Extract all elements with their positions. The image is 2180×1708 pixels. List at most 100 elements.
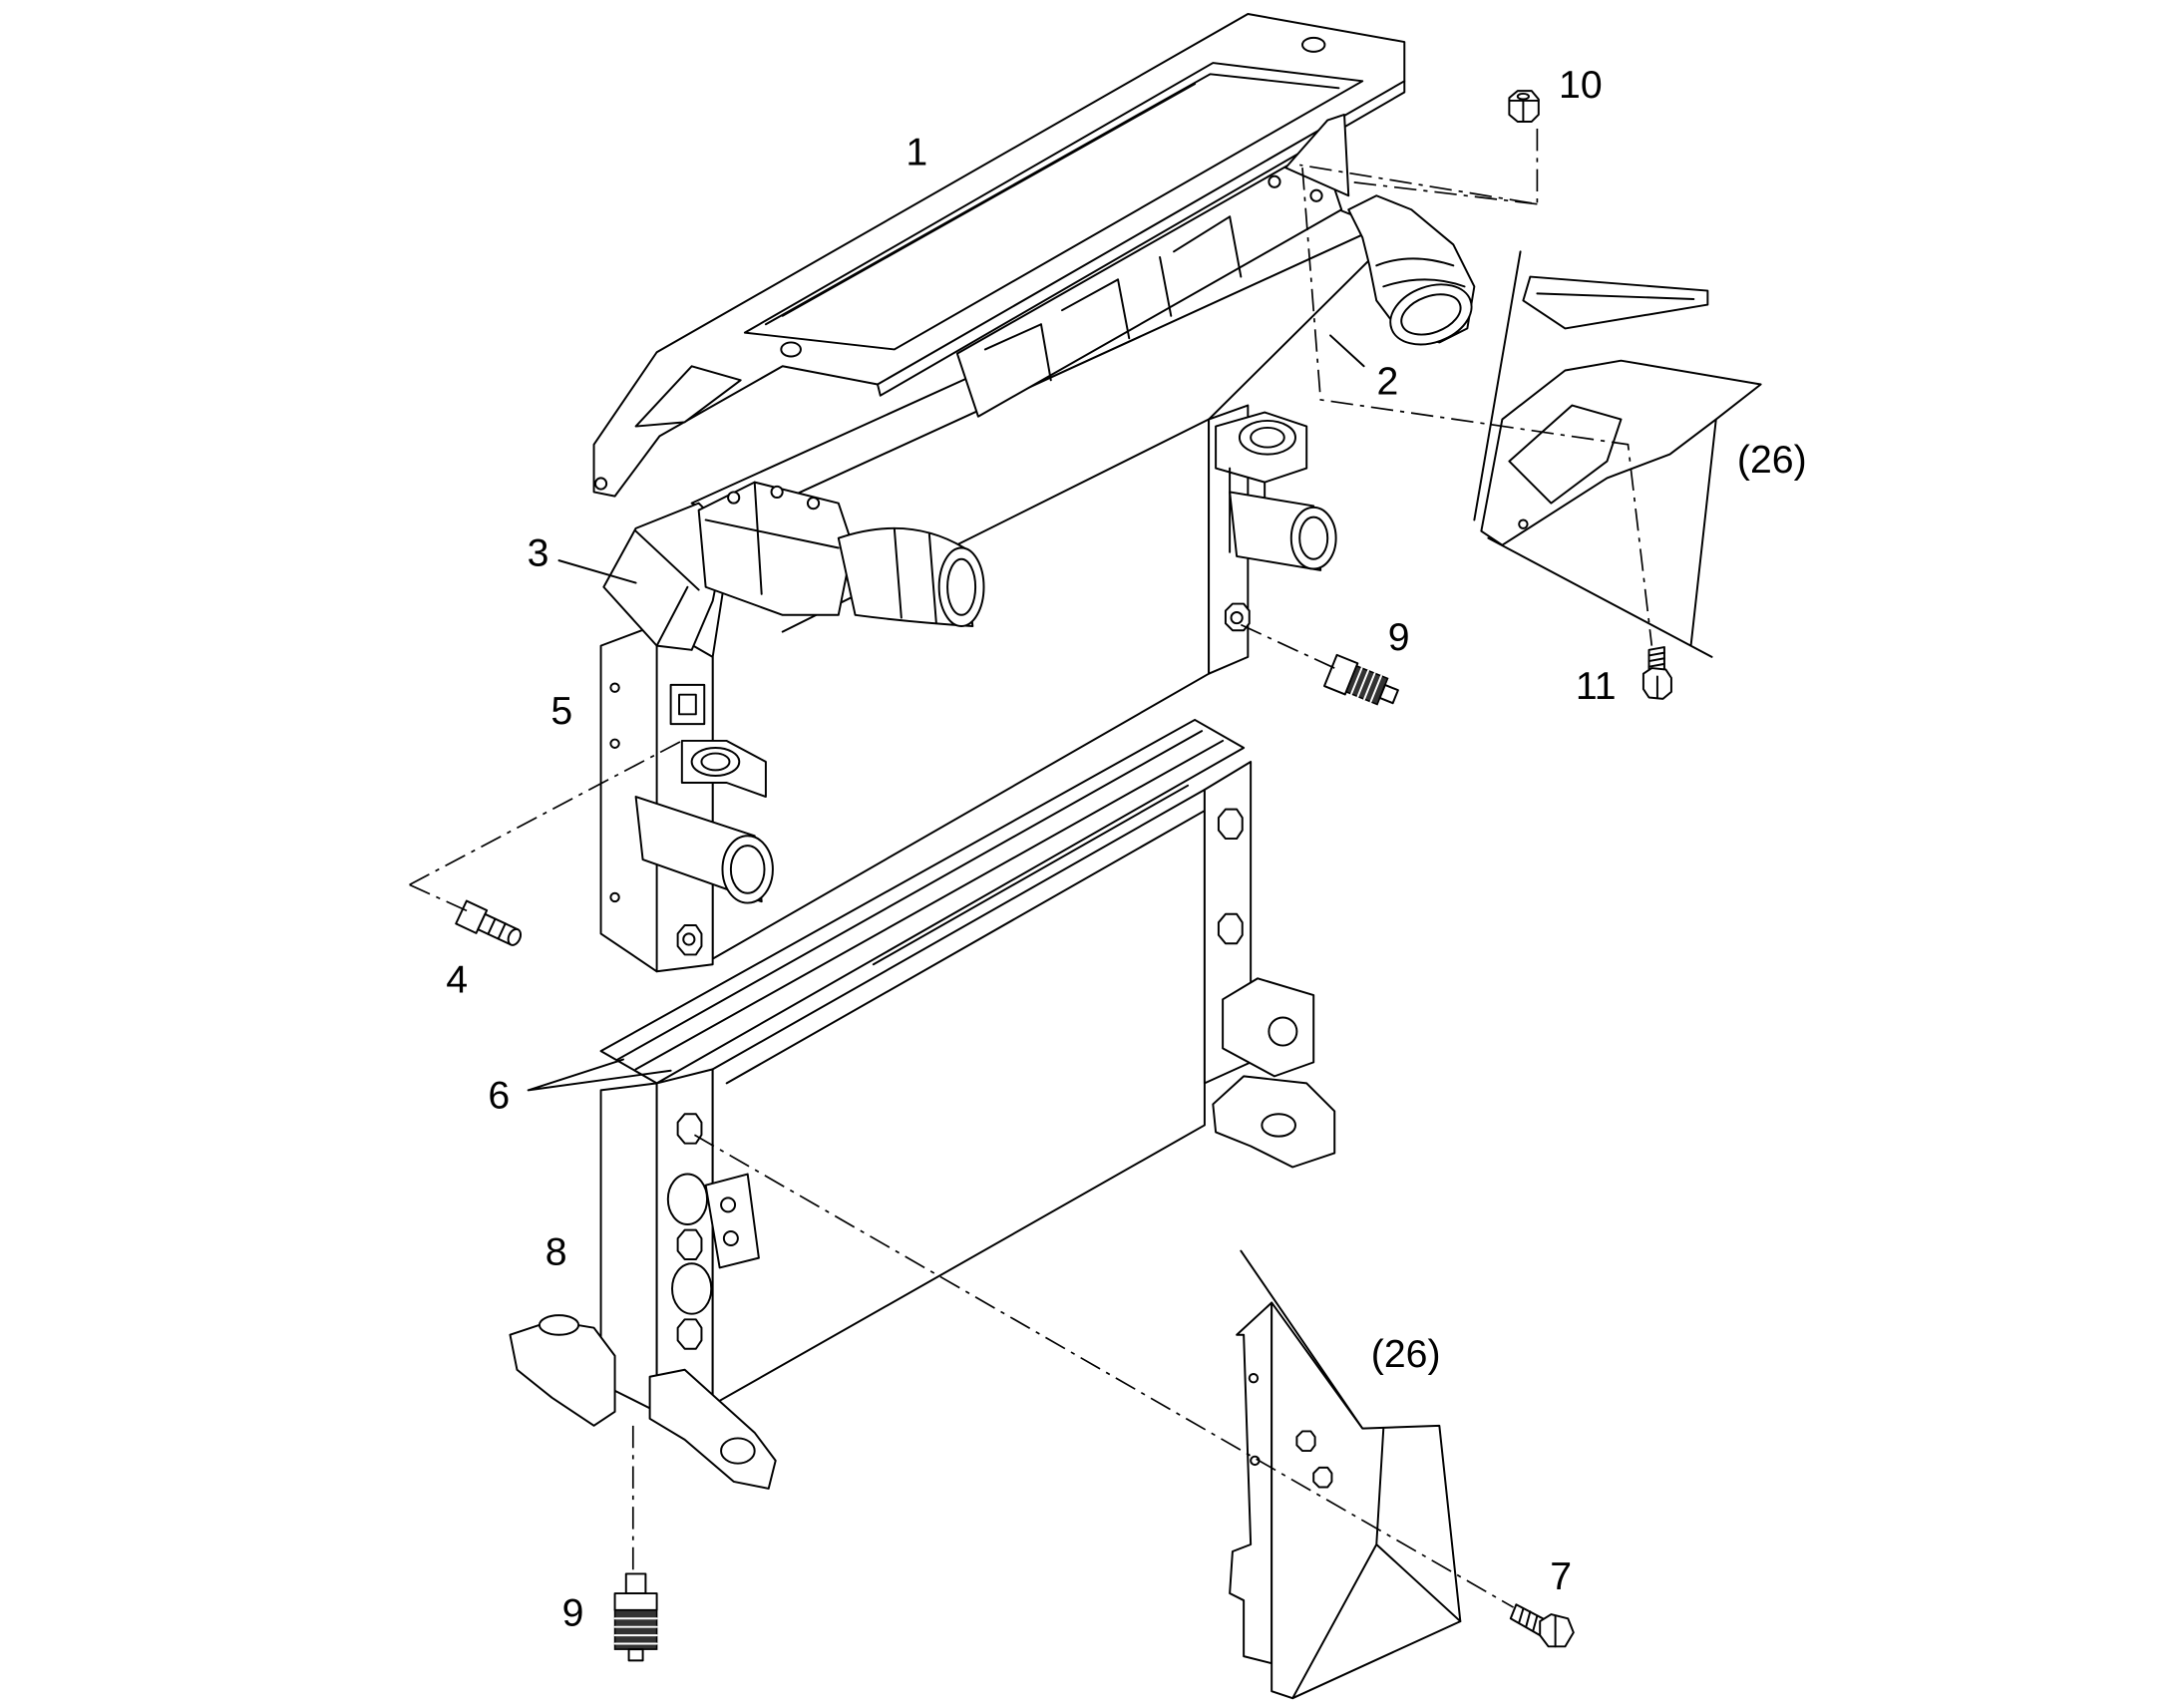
left-tank-hole — [609, 738, 620, 749]
callout-label: 9 — [1388, 615, 1410, 659]
upper-core-front-face — [711, 225, 1382, 960]
top-right-elbow-end — [1389, 283, 1473, 346]
callout-label: 1 — [906, 130, 927, 173]
top-frame-hole — [593, 477, 608, 491]
radiator-top-rail-edge — [616, 730, 1225, 1071]
leader-line-6 — [527, 1058, 672, 1092]
sensor-hex — [613, 1592, 658, 1611]
radiator-right-mount-hole — [1268, 1016, 1298, 1047]
upper-shroud — [1473, 250, 1762, 658]
left-tank-pipe-end-inner — [729, 845, 766, 894]
right-pipe-end-inner — [1298, 515, 1329, 560]
callout-label: 6 — [488, 1074, 510, 1118]
bolt-thread — [1518, 1607, 1539, 1632]
leader-line-3 — [557, 559, 637, 584]
upper-elbow-pipe-band — [634, 529, 700, 647]
bolt-7 — [1509, 1603, 1575, 1648]
assembly-line-9-upper — [1240, 623, 1335, 669]
sensor-9-lower — [613, 1572, 658, 1662]
radiator-bolt — [676, 1113, 703, 1145]
left-tank-bolt — [676, 924, 703, 956]
radiator-left-mount-block — [704, 1173, 760, 1269]
lower-shroud-flange — [1229, 1301, 1273, 1665]
hex-nut-face — [1508, 99, 1540, 123]
radiator-left-nipple — [671, 1262, 713, 1315]
bolt-thread — [1647, 651, 1665, 668]
assembly-line-7 — [694, 1134, 1515, 1608]
radiator-left-nipple — [666, 1173, 709, 1225]
bolt-head-icon — [1539, 1613, 1575, 1648]
fitting-4 — [455, 899, 523, 946]
upper-end-tank-box — [697, 481, 854, 616]
right-pipe-bracket-hole — [1238, 419, 1296, 456]
sensor-thread-lines — [613, 1617, 658, 1645]
callout-label: 8 — [545, 1230, 567, 1274]
radiator-right-mount-block — [1222, 977, 1315, 1078]
upper-end-tank-box-edge — [704, 481, 840, 595]
callout-label: (26) — [1737, 438, 1807, 482]
sensor-9-upper — [1323, 653, 1399, 706]
radiator-bolt — [1217, 808, 1244, 841]
radiator-left-foot-post — [538, 1314, 580, 1336]
sensor-tip — [624, 1572, 647, 1595]
upper-shroud-top-plate-lip — [1536, 292, 1695, 300]
radiator-left-mount-hole — [722, 1230, 739, 1246]
callout-label: (26) — [1371, 1332, 1441, 1376]
upper-hose-band — [893, 526, 937, 625]
assembly-lines — [409, 128, 1653, 1608]
sensor-end — [627, 1648, 644, 1662]
top-frame-window — [743, 62, 1364, 351]
nut-10 — [1508, 90, 1540, 123]
callout-label: 9 — [562, 1590, 584, 1634]
end-tank-bolt — [770, 485, 784, 500]
sensor-thread-lines — [1350, 666, 1382, 703]
right-pipe-bracket-hole-inner — [1250, 426, 1285, 449]
left-tank-port-inner — [678, 693, 697, 716]
bolt-shank — [1509, 1603, 1544, 1637]
top-frame-rib-panel — [983, 215, 1232, 351]
callout-label: 3 — [528, 531, 549, 575]
radiator-top-rail — [599, 718, 1246, 1085]
hex-nut-bore — [1516, 92, 1530, 101]
lower-shroud-hole — [1248, 1372, 1260, 1384]
radiator-right-foot-hole — [1261, 1113, 1296, 1138]
top-frame-hole — [1301, 36, 1326, 53]
end-tank-bolt — [727, 491, 741, 505]
left-tank-pipe-bracket-hole-inner — [700, 752, 731, 772]
leader-line-2 — [1329, 334, 1365, 368]
top-right-elbow-end-inner — [1400, 293, 1462, 336]
lower-shroud-fold — [1291, 1427, 1462, 1700]
left-tank-pipe-bracket-hole — [690, 746, 741, 777]
assembly-line-4 — [409, 740, 683, 912]
sensor-tip — [1378, 683, 1399, 705]
top-frame-right-bracket — [1284, 113, 1350, 197]
callout-labels: 1 2 3 4 5 6 7 8 9 9 10 11 (26) (26) — [446, 63, 1806, 1634]
top-frame-side-window — [634, 365, 742, 428]
radiator-bolt — [1217, 912, 1244, 945]
top-frame — [592, 13, 1406, 498]
radiator-left-mount-hole — [720, 1196, 737, 1213]
top-right-elbow-band — [1375, 257, 1466, 288]
lower-shroud — [1229, 1249, 1462, 1700]
left-tank-port — [669, 683, 706, 726]
top-frame-bracket-bolt — [1268, 174, 1281, 188]
radiator — [509, 718, 1336, 1490]
upper-shroud-edge — [1473, 250, 1717, 658]
top-frame-plate-thickness — [877, 80, 1406, 397]
upper-shroud-window — [1508, 404, 1623, 505]
fitting-barb — [487, 917, 507, 940]
upper-shroud-hole — [1518, 518, 1529, 529]
radiator-left-foot — [509, 1319, 616, 1427]
top-frame-bracket-bolt — [1309, 188, 1323, 202]
right-pipe-end — [1289, 506, 1337, 570]
leader-lines — [527, 334, 1365, 1092]
bolt-11 — [1641, 646, 1672, 700]
top-frame-hole — [780, 341, 802, 358]
left-tank-bolt-center — [682, 932, 696, 946]
callout-label: 2 — [1377, 359, 1399, 403]
end-tank-bolt — [806, 497, 821, 511]
left-tank-hole — [609, 682, 620, 693]
top-frame-rib — [1039, 215, 1243, 382]
left-tank-hole — [609, 891, 620, 903]
